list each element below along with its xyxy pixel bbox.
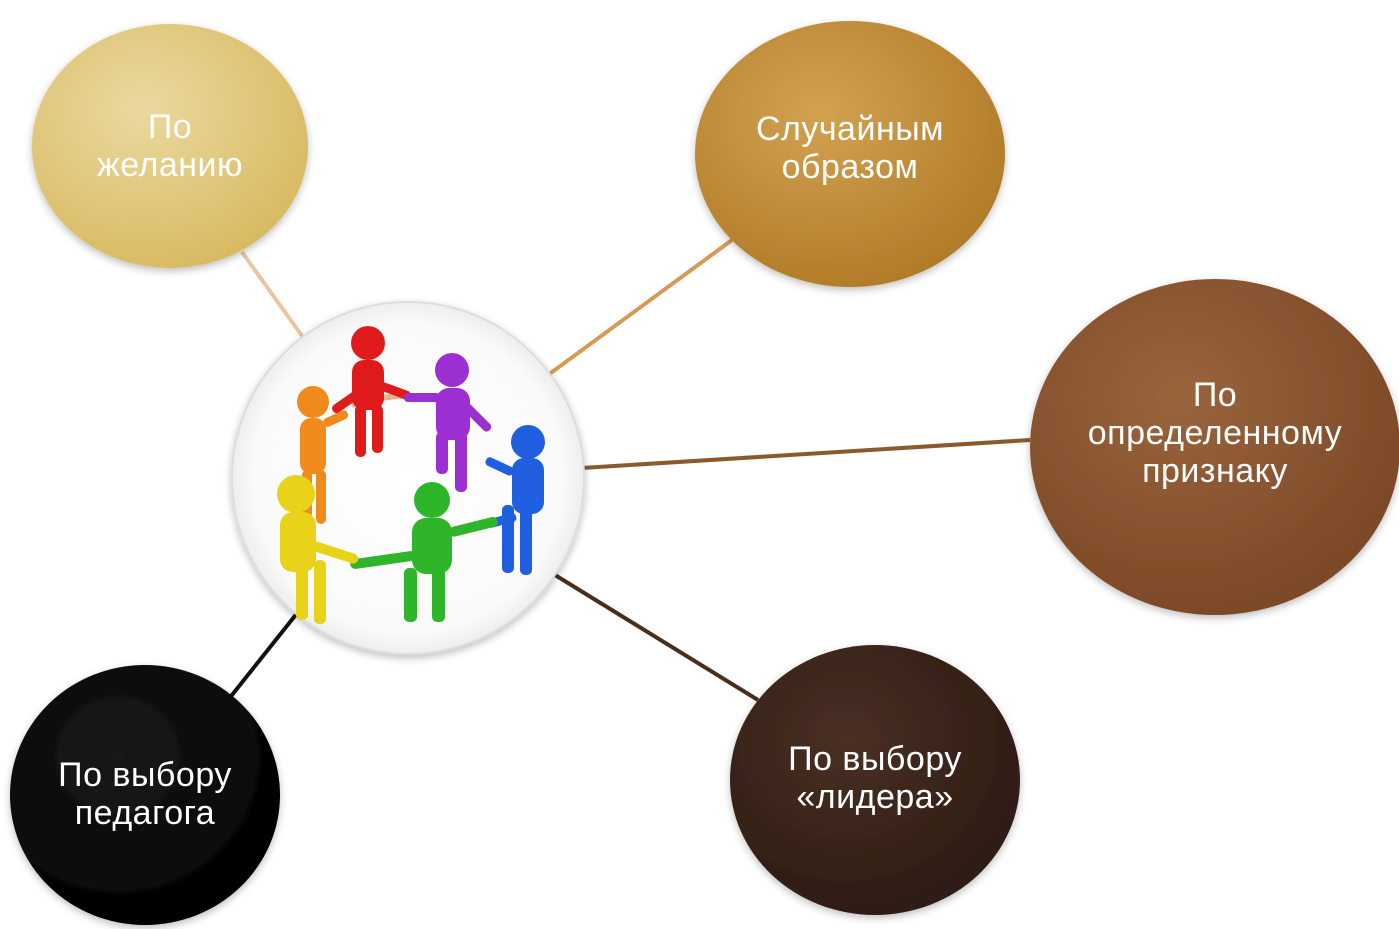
node-randomly — [695, 21, 1005, 287]
purple-figure — [404, 353, 492, 492]
connector-randomly — [546, 238, 734, 377]
connector-by-attribute — [581, 438, 1031, 470]
node-by-attribute — [1030, 279, 1399, 615]
yellow-figure — [277, 475, 359, 624]
blue-figure — [485, 425, 545, 575]
node-by-wish — [32, 24, 308, 268]
red-figure — [331, 326, 411, 457]
connector-by-teacher — [226, 610, 300, 702]
connector-by-leader — [553, 573, 760, 702]
people-circle-icon — [277, 326, 545, 624]
green-figure — [350, 482, 498, 622]
node-by-teacher — [10, 665, 280, 925]
node-by-leader — [730, 645, 1020, 915]
connector-by-wish — [240, 250, 307, 342]
orange-figure — [297, 386, 349, 524]
